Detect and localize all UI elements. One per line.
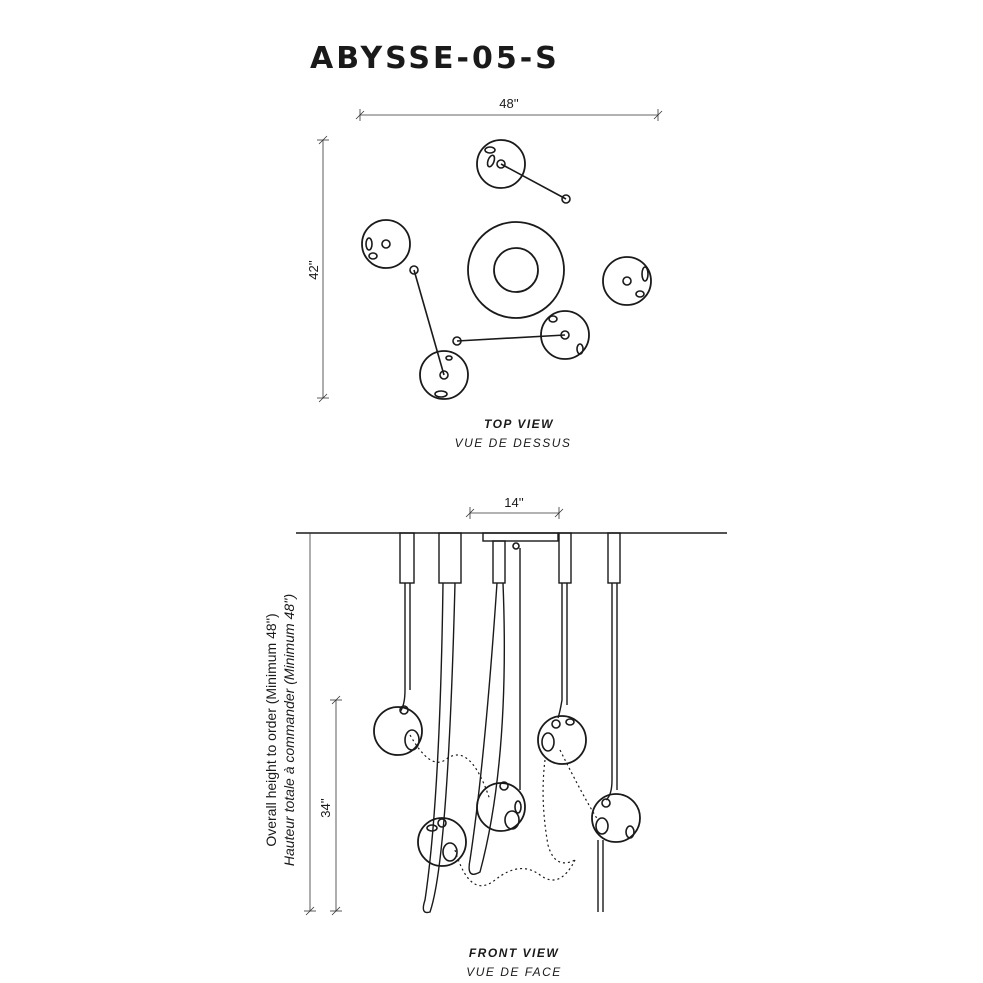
front-view-caption: FRONT VIEW bbox=[469, 946, 560, 960]
overall-height-label: Overall height to order (Minimum 48'') bbox=[263, 613, 279, 846]
canopy-front bbox=[482, 532, 559, 542]
overall-height-label-fr: Hauteur totale à commander (Minimum 48''… bbox=[281, 594, 297, 866]
globe-front-3 bbox=[476, 781, 526, 832]
canopy-dimension: 14'' bbox=[465, 495, 564, 519]
globe-front-5 bbox=[591, 793, 641, 843]
top-view-caption: TOP VIEW bbox=[484, 417, 554, 431]
front-view: 14'' 34'' Overall height to order (Minim… bbox=[263, 495, 727, 979]
front-view-caption-fr: VUE DE FACE bbox=[466, 965, 562, 979]
canopy-label: 14'' bbox=[504, 495, 523, 510]
width-label: 48'' bbox=[499, 96, 518, 111]
drop-dimension: 34'' bbox=[318, 695, 342, 916]
globe-front-2 bbox=[417, 817, 467, 867]
globe-top-5 bbox=[419, 350, 469, 400]
canopy-top bbox=[467, 221, 565, 319]
globe-top-1 bbox=[476, 139, 571, 204]
overall-height-dimension bbox=[304, 533, 316, 916]
globe-top-2 bbox=[361, 219, 445, 376]
depth-dimension: 42'' bbox=[306, 135, 329, 403]
top-view-caption-fr: VUE DE DESSUS bbox=[455, 436, 572, 450]
top-view: 48'' 42'' bbox=[306, 96, 663, 450]
power-cables bbox=[409, 734, 599, 887]
globe-front-1 bbox=[373, 705, 423, 756]
width-dimension: 48'' bbox=[355, 96, 663, 121]
depth-label: 42'' bbox=[306, 260, 321, 279]
drop-label: 34'' bbox=[318, 798, 333, 817]
product-title: ABYSSE-05-S bbox=[310, 41, 560, 76]
globe-front-4 bbox=[537, 715, 587, 765]
globe-top-4 bbox=[452, 310, 590, 360]
globe-top-3 bbox=[602, 256, 652, 306]
rod-stems bbox=[399, 532, 621, 584]
